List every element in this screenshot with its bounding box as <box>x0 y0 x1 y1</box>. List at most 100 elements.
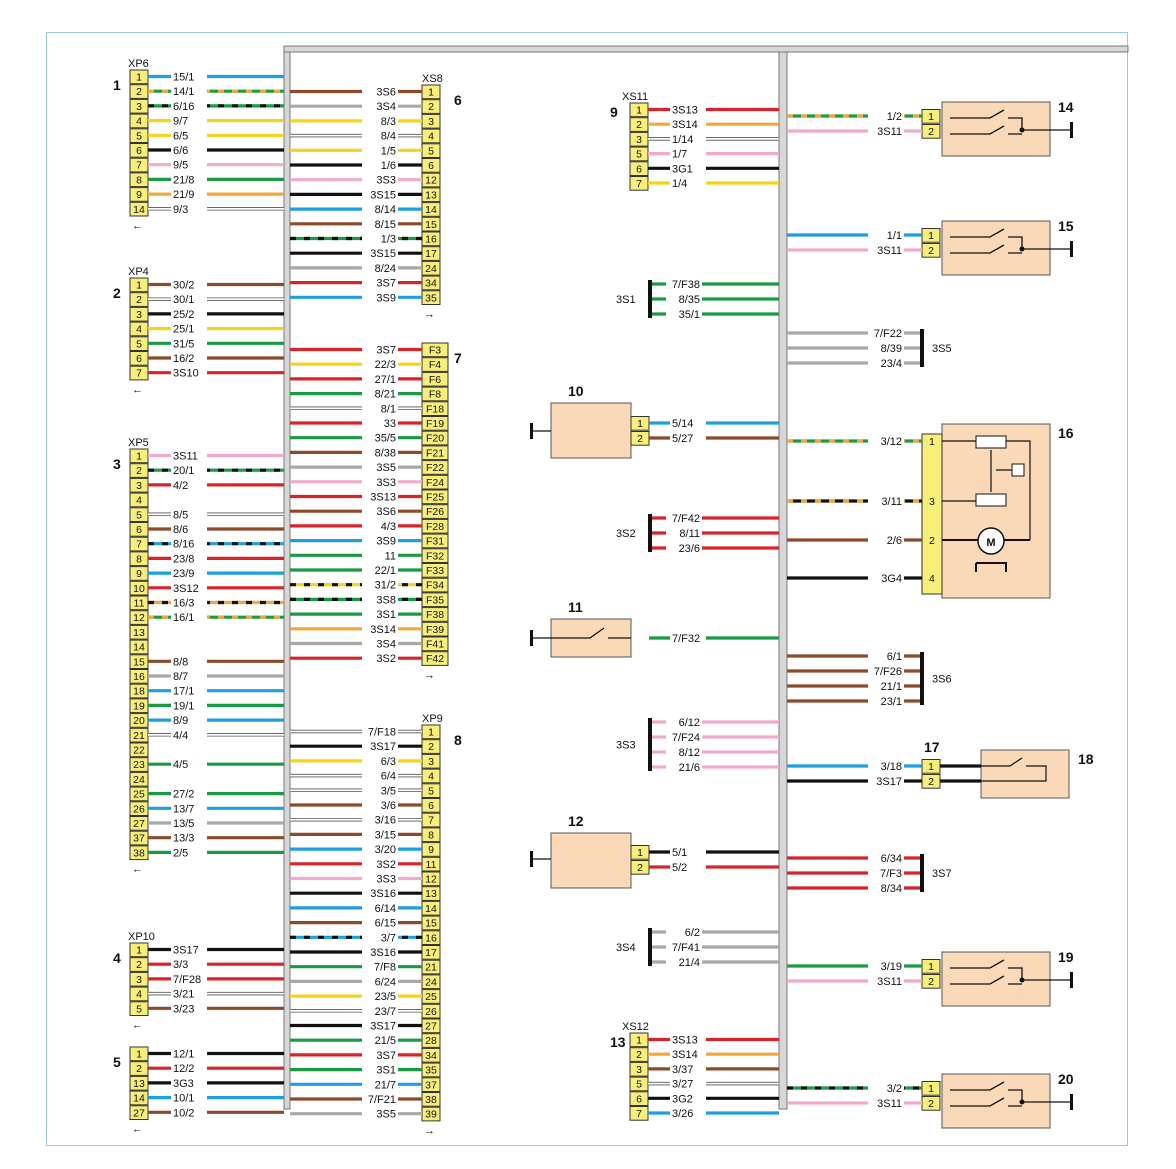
sensor-device <box>550 402 632 459</box>
wire-label-bg <box>171 1090 207 1103</box>
wire-label: 3/11 <box>881 496 902 508</box>
wire-label-bg <box>362 592 398 605</box>
pin-number: 13 <box>133 627 145 639</box>
wire-label-bg <box>362 827 398 840</box>
pin-number: 1 <box>136 945 142 957</box>
wire-label-bg <box>171 595 207 608</box>
wire-label-bg <box>171 830 207 843</box>
pin-number: 13 <box>425 189 437 201</box>
pin-number: F18 <box>426 403 444 415</box>
splice-label: 3S6 <box>932 674 952 686</box>
pin-number: 3 <box>428 116 434 128</box>
wire-label: 7/F22 <box>874 328 902 340</box>
wire-label-bg <box>362 416 398 428</box>
wire-label: 2/5 <box>173 847 188 859</box>
wire-label-bg <box>171 277 207 290</box>
pin-number: 1 <box>637 418 643 430</box>
wire-label-bg <box>362 460 398 473</box>
pin-number: 38 <box>425 1094 437 1106</box>
pin-number: 37 <box>133 833 145 845</box>
pin-number: 2 <box>928 976 934 988</box>
wire-label: 11 <box>385 550 396 562</box>
wire-label-bg <box>362 1003 398 1016</box>
splice-label: 3S3 <box>616 740 636 752</box>
connector-number: 7 <box>454 350 462 366</box>
wire-label: 3S11 <box>877 1098 902 1110</box>
wire-label: 6/3 <box>381 756 396 768</box>
wire-label-bg <box>171 942 207 955</box>
wire-label: 8/15 <box>375 219 396 231</box>
device-number: 18 <box>1078 751 1094 767</box>
wire-label: 7/F41 <box>672 942 700 954</box>
wire-label: 21/6 <box>679 762 700 774</box>
pin-number: 1 <box>929 436 935 448</box>
pin-number: 2 <box>136 465 142 477</box>
wire-label-bg <box>171 957 207 970</box>
pin-number: 7 <box>136 539 142 551</box>
pin-number: 39 <box>425 1109 437 1121</box>
pin-number: 21 <box>425 962 437 974</box>
connector-name: XP6 <box>128 58 149 70</box>
wire-label-bg <box>362 989 398 1002</box>
wire-label: 3S17 <box>876 776 902 788</box>
wire-label-bg <box>362 548 398 561</box>
wire-label: 13/5 <box>173 818 194 830</box>
wire-label-bg <box>670 161 706 174</box>
pin-number: 7 <box>428 815 434 827</box>
wire-label: 8/14 <box>375 204 396 216</box>
wire-label-bg <box>171 757 207 770</box>
pin-number: F35 <box>426 594 444 606</box>
wire-label: 22/3 <box>375 359 396 371</box>
pin-number: 1 <box>928 230 934 242</box>
wire-label: 3S6 <box>376 87 396 99</box>
wire-label-bg <box>666 925 702 937</box>
pin-number: F38 <box>426 609 444 621</box>
pin-number: 14 <box>133 642 145 654</box>
wire-label: 7/F3 <box>880 868 902 880</box>
actuator-wiring <box>942 440 1031 540</box>
wire-label-bg <box>670 117 706 130</box>
pin-number: 4 <box>136 324 142 336</box>
connector-number: 17 <box>924 739 940 755</box>
pin-number: 24 <box>425 976 437 988</box>
pin-number: 2 <box>928 245 934 257</box>
harness-trunk-mid <box>778 46 788 1110</box>
wire-label: 3S5 <box>376 462 396 474</box>
pin-number: 6 <box>136 145 142 157</box>
wire-label-bg <box>171 201 207 214</box>
pin-number: 1 <box>928 111 934 123</box>
wire-label-bg <box>362 1018 398 1031</box>
wire-label: 3/5 <box>381 785 396 797</box>
wire-label: 5/2 <box>672 862 687 874</box>
pin-number: 22 <box>133 745 145 757</box>
junction-dot <box>1019 977 1025 983</box>
pin-number: F34 <box>426 580 444 592</box>
wire-label: 3S4 <box>376 101 396 113</box>
wire-label-bg <box>670 431 706 443</box>
wire-label: 30/1 <box>173 294 194 306</box>
wire-label: 6/16 <box>173 101 194 113</box>
ground-symbol <box>1070 1094 1073 1110</box>
pin-number: F31 <box>426 536 444 548</box>
wire-label-bg <box>670 1032 706 1045</box>
harness-trunk-top <box>283 45 1129 53</box>
pin-number: F33 <box>426 565 444 577</box>
relay-switch-symbol <box>981 757 1047 782</box>
wire-label: 5/1 <box>672 847 687 859</box>
wire-label: 3G4 <box>881 573 902 585</box>
wire-label-bg <box>666 955 702 967</box>
wire-label: 22/1 <box>375 565 396 577</box>
wire-label: 23/9 <box>173 568 194 580</box>
pin-number: 20 <box>133 715 145 727</box>
wire-label-bg <box>362 342 398 355</box>
pin-number: 26 <box>425 1006 437 1018</box>
pin-number: 4 <box>136 116 142 128</box>
wire-label-bg <box>868 1096 904 1108</box>
pin-number: 12 <box>133 612 145 624</box>
wire-label-bg <box>362 260 398 273</box>
pin-number: 5 <box>136 130 142 142</box>
wire-label: 3S10 <box>173 368 199 380</box>
pin-number: F21 <box>426 447 444 459</box>
pin-number: 2 <box>636 119 642 131</box>
wire-label: 7/F32 <box>672 633 700 645</box>
